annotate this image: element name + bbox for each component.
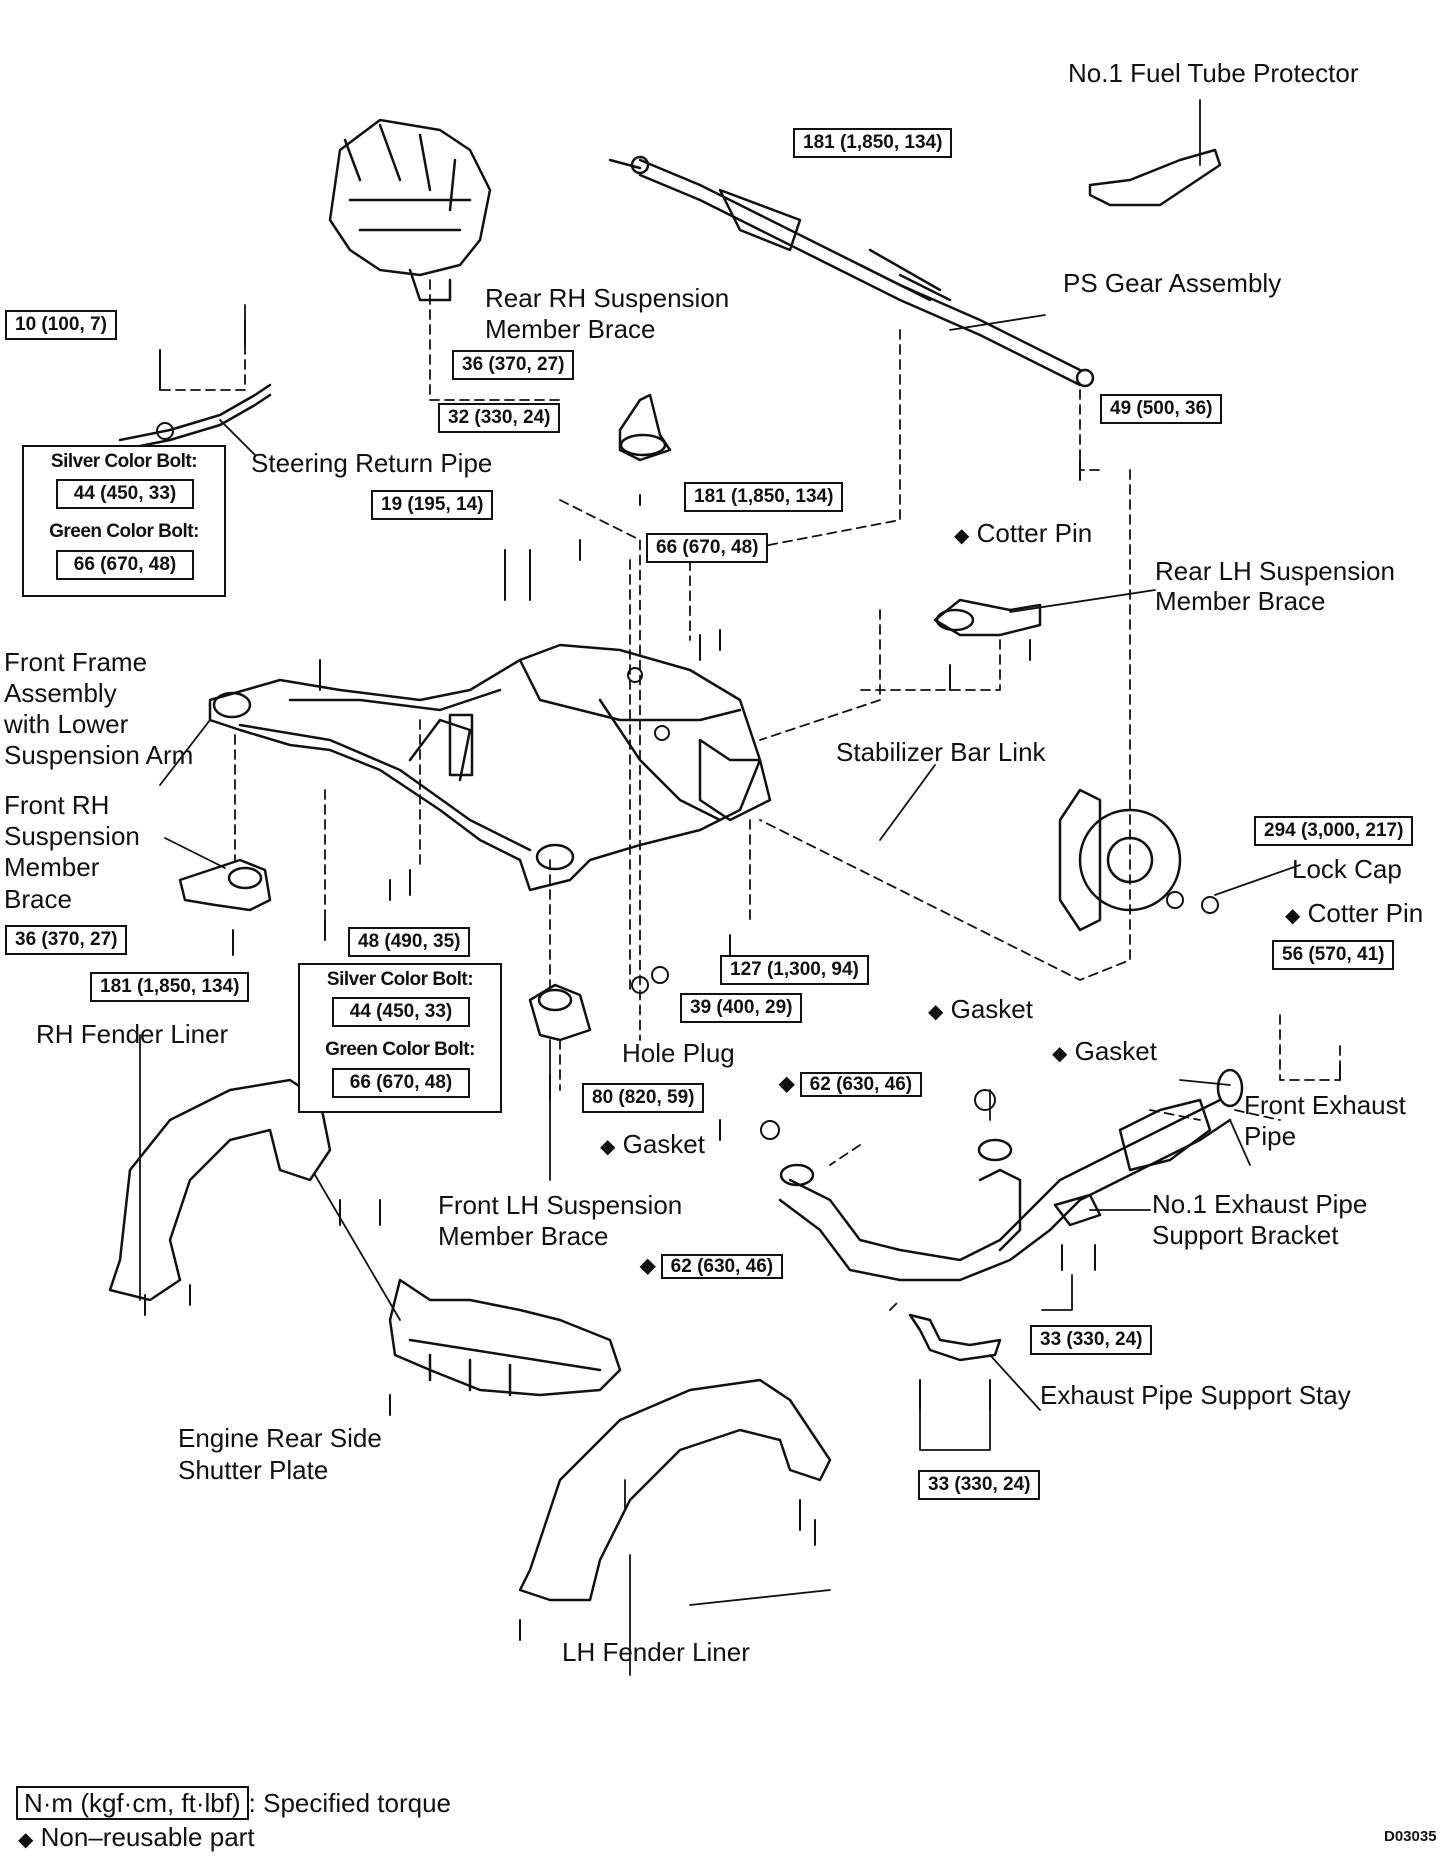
nonreusable-diamond-icon: ◆ bbox=[1285, 905, 1301, 927]
engine-shutter-plate-drawing bbox=[388, 1278, 622, 1397]
label-rear-rh-brace-2: Member Brace bbox=[485, 314, 656, 344]
legend-nonreusable-text: Non–reusable part bbox=[40, 1822, 255, 1852]
label-exhaust-stay: Exhaust Pipe Support Stay bbox=[1040, 1380, 1351, 1410]
rear-lh-brace-drawing bbox=[933, 598, 1042, 637]
silver-bolt-heading: Silver Color Bolt: bbox=[326, 969, 474, 990]
torque-box: 32 (330, 24) bbox=[438, 403, 561, 433]
label-front-rh-brace-2: Suspension bbox=[4, 821, 140, 851]
figure-code: D03035 bbox=[1384, 1828, 1437, 1845]
legend-torque: N·m (kgf·cm, ft·lbf): Specified torque bbox=[16, 1786, 451, 1820]
nonreusable-diamond-icon: ◆ bbox=[779, 1073, 795, 1095]
nonreusable-diamond-icon: ◆ bbox=[928, 1001, 944, 1023]
label-front-exhaust-pipe-2: Pipe bbox=[1244, 1121, 1297, 1151]
nonreusable-diamond-icon: ◆ bbox=[640, 1255, 656, 1277]
label-rear-lh-brace-1: Rear LH Suspension bbox=[1155, 556, 1395, 586]
label-exhaust-bracket-1: No.1 Exhaust Pipe bbox=[1152, 1189, 1368, 1219]
color-bolt-box-center: Silver Color Bolt: 44 (450, 33) Green Co… bbox=[298, 963, 502, 1113]
label-stabilizer-bar-link: Stabilizer Bar Link bbox=[836, 737, 1046, 767]
label-gasket-2: ◆ Gasket bbox=[1052, 1036, 1157, 1066]
label-rear-lh-brace-2: Member Brace bbox=[1155, 586, 1326, 616]
torque-box: 39 (400, 29) bbox=[680, 993, 803, 1023]
label-engine-shutter-1: Engine Rear Side bbox=[178, 1423, 382, 1453]
torque-box: 80 (820, 59) bbox=[582, 1083, 705, 1113]
torque-box: 181 (1,850, 134) bbox=[793, 128, 953, 158]
label-steering-return-pipe: Steering Return Pipe bbox=[251, 448, 493, 478]
torque-box: 33 (330, 24) bbox=[918, 1470, 1041, 1500]
label-fuel-tube-protector: No.1 Fuel Tube Protector bbox=[1068, 58, 1359, 88]
legend-nonreusable: ◆ Non–reusable part bbox=[18, 1822, 255, 1853]
lh-fender-liner-drawing bbox=[518, 1378, 832, 1602]
nonreusable-diamond-icon: ◆ bbox=[600, 1136, 616, 1158]
label-front-rh-brace-3: Member bbox=[4, 852, 100, 882]
torque-box: 10 (100, 7) bbox=[5, 310, 117, 340]
green-bolt-heading: Green Color Bolt: bbox=[49, 521, 199, 542]
exhaust-bracket-drawing bbox=[1053, 1193, 1102, 1227]
fuel-tube-protector-drawing bbox=[1088, 148, 1222, 207]
engine-block-drawing bbox=[328, 118, 492, 302]
label-front-frame-2: Assembly bbox=[4, 678, 117, 708]
dashed-guide-lines bbox=[159, 279, 1341, 1311]
color-bolt-box-left: Silver Color Bolt: 44 (450, 33) Green Co… bbox=[22, 445, 226, 597]
label-front-frame-1: Front Frame bbox=[4, 647, 148, 677]
steering-knuckle-drawing bbox=[1058, 788, 1182, 932]
torque-box: 36 (370, 27) bbox=[452, 350, 575, 380]
nonreusable-diamond-icon: ◆ bbox=[954, 525, 970, 547]
torque-box: 127 (1,300, 94) bbox=[720, 955, 869, 985]
torque-box: 48 (490, 35) bbox=[348, 927, 471, 957]
front-lh-brace-drawing bbox=[528, 983, 592, 1042]
legend-torque-text: : Specified torque bbox=[248, 1788, 452, 1818]
rh-fender-liner-drawing bbox=[108, 1078, 332, 1302]
torque-box: 33 (330, 24) bbox=[1030, 1325, 1153, 1355]
torque-box: 56 (570, 41) bbox=[1272, 940, 1395, 970]
label-front-lh-brace-1: Front LH Suspension bbox=[438, 1190, 683, 1220]
label-front-exhaust-pipe-1: Front Exhaust bbox=[1244, 1090, 1406, 1120]
silver-bolt-heading: Silver Color Bolt: bbox=[50, 451, 198, 472]
nonreusable-diamond-icon: ◆ bbox=[18, 1829, 34, 1851]
exhaust-stay-drawing bbox=[908, 1313, 1002, 1362]
label-front-rh-brace-4: Brace bbox=[4, 884, 72, 914]
label-rh-fender-liner: RH Fender Liner bbox=[36, 1019, 229, 1049]
label-gasket-1: ◆ Gasket bbox=[928, 994, 1033, 1024]
label-hole-plug: Hole Plug bbox=[622, 1038, 735, 1068]
torque-box: 19 (195, 14) bbox=[371, 490, 494, 520]
label-front-frame-4: Suspension Arm bbox=[4, 740, 194, 770]
label-rear-rh-brace-1: Rear RH Suspension bbox=[485, 283, 730, 313]
steering-return-pipe-drawing bbox=[118, 383, 272, 442]
label-front-rh-brace-1: Front RH bbox=[4, 790, 110, 820]
nonreusable-diamond-icon: ◆ bbox=[1052, 1043, 1068, 1065]
torque-box: 294 (3,000, 217) bbox=[1254, 816, 1414, 846]
label-front-frame-3: with Lower bbox=[4, 709, 129, 739]
torque-box: 49 (500, 36) bbox=[1100, 394, 1223, 424]
torque-box: 36 (370, 27) bbox=[5, 925, 128, 955]
label-engine-shutter-2: Shutter Plate bbox=[178, 1455, 329, 1485]
label-gasket-3: ◆ Gasket bbox=[600, 1129, 705, 1159]
torque-box-nonreusable: ◆ 62 (630, 46) bbox=[779, 1071, 923, 1098]
green-bolt-value: 66 (670, 48) bbox=[332, 1068, 470, 1098]
label-ps-gear-assembly: PS Gear Assembly bbox=[1063, 268, 1282, 298]
torque-box: 181 (1,850, 134) bbox=[90, 972, 250, 1002]
front-rh-brace-drawing bbox=[178, 858, 272, 912]
green-bolt-value: 66 (670, 48) bbox=[56, 550, 194, 580]
exhaust-pipe-drawing bbox=[778, 1068, 1244, 1282]
silver-bolt-value: 44 (450, 33) bbox=[332, 997, 470, 1027]
torque-box: 181 (1,850, 134) bbox=[684, 482, 844, 512]
label-cotter-pin-upper: ◆ Cotter Pin bbox=[954, 518, 1093, 548]
leader-lines bbox=[139, 99, 1301, 1676]
green-bolt-heading: Green Color Bolt: bbox=[325, 1039, 475, 1060]
legend-unit-box: N·m (kgf·cm, ft·lbf) bbox=[16, 1786, 249, 1820]
label-exhaust-bracket-2: Support Bracket bbox=[1152, 1220, 1339, 1250]
silver-bolt-value: 44 (450, 33) bbox=[56, 479, 194, 509]
torque-box-nonreusable: ◆ 62 (630, 46) bbox=[640, 1253, 784, 1280]
label-front-lh-brace-2: Member Brace bbox=[438, 1221, 609, 1251]
torque-box: 66 (670, 48) bbox=[646, 533, 769, 563]
label-lock-cap: Lock Cap bbox=[1292, 854, 1402, 884]
label-lh-fender-liner: LH Fender Liner bbox=[562, 1637, 750, 1667]
label-cotter-pin-lower: ◆ Cotter Pin bbox=[1285, 898, 1424, 928]
ps-gear-drawing bbox=[608, 155, 1095, 388]
front-frame-drawing bbox=[208, 643, 772, 892]
